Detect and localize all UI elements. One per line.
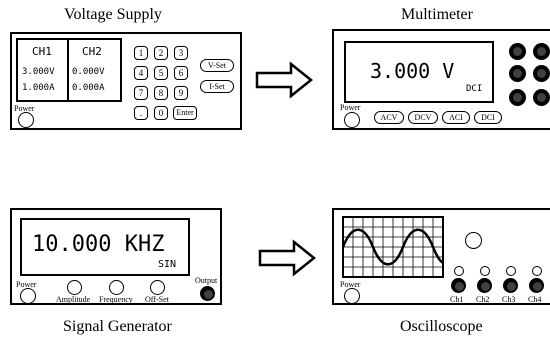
- power-knob[interactable]: [20, 288, 36, 304]
- power-knob[interactable]: [344, 112, 360, 128]
- key-8[interactable]: 8: [154, 86, 168, 100]
- ch2-label: CH2: [82, 45, 102, 58]
- offset-knob[interactable]: [150, 280, 165, 295]
- key-9[interactable]: 9: [174, 86, 188, 100]
- ch1-jack-icon[interactable]: [451, 278, 466, 293]
- output-jack-icon[interactable]: [200, 286, 215, 301]
- jack-icon[interactable]: [533, 65, 550, 82]
- key-0[interactable]: 0: [154, 106, 168, 120]
- arrow-right-icon: [255, 61, 314, 99]
- ch2-current: 0.000A: [72, 83, 105, 93]
- jack-icon[interactable]: [509, 89, 526, 106]
- output-label: Output: [195, 276, 218, 285]
- channel-divider: [67, 40, 69, 100]
- power-knob[interactable]: [18, 112, 34, 128]
- offset-label: Off-Set: [145, 295, 169, 304]
- voltage-supply-title: Voltage Supply: [64, 6, 162, 23]
- oscilloscope-title: Oscilloscope: [400, 318, 483, 335]
- multimeter-panel: 3.000 V DCI ACV DCV ACI DCI Power: [332, 29, 550, 130]
- aci-button[interactable]: ACI: [442, 111, 470, 124]
- dcv-button[interactable]: DCV: [408, 111, 438, 124]
- dci-button[interactable]: DCI: [474, 111, 502, 124]
- ch1-label: CH1: [32, 45, 52, 58]
- vset-button[interactable]: V-Set: [200, 59, 234, 72]
- power-label: Power: [16, 280, 37, 289]
- multimeter-title: Multimeter: [401, 6, 473, 23]
- power-label: Power: [14, 104, 35, 113]
- frequency-reading: 10.000 KHZ: [32, 232, 165, 257]
- arrow-right-icon: [258, 239, 317, 277]
- channel-knob-ch1[interactable]: [454, 266, 464, 276]
- voltage-supply-panel: CH1 CH2 3.000V 1.000A 0.000V 0.000A 1 2 …: [10, 32, 242, 130]
- key-4[interactable]: 4: [134, 66, 148, 80]
- key-dot[interactable]: .: [134, 106, 148, 120]
- frequency-label: Frequency: [99, 295, 133, 304]
- ch4-jack-icon[interactable]: [529, 278, 544, 293]
- signal-generator-panel: 10.000 KHZ SIN Power Amplitude Frequency…: [10, 208, 222, 305]
- key-3[interactable]: 3: [174, 46, 188, 60]
- amplitude-label: Amplitude: [56, 295, 91, 304]
- multimeter-display: 3.000 V DCI: [344, 41, 494, 103]
- frequency-knob[interactable]: [109, 280, 124, 295]
- power-label: Power: [340, 280, 361, 289]
- signal-generator-title: Signal Generator: [63, 318, 172, 335]
- acv-button[interactable]: ACV: [374, 111, 404, 124]
- jack-icon[interactable]: [533, 43, 550, 60]
- channel-knob-ch4[interactable]: [532, 266, 542, 276]
- key-7[interactable]: 7: [134, 86, 148, 100]
- ch3-jack-icon[interactable]: [503, 278, 518, 293]
- oscilloscope-panel: Ch1 Ch2 Ch3 Ch4 Power: [332, 208, 550, 305]
- waveform-label: SIN: [158, 259, 177, 270]
- voltage-supply-display: CH1 CH2 3.000V 1.000A 0.000V 0.000A: [16, 38, 122, 102]
- iset-button[interactable]: I-Set: [200, 80, 234, 93]
- key-1[interactable]: 1: [134, 46, 148, 60]
- jack-icon[interactable]: [533, 89, 550, 106]
- power-knob[interactable]: [344, 288, 360, 304]
- jack-icon[interactable]: [509, 43, 526, 60]
- key-2[interactable]: 2: [154, 46, 168, 60]
- channel-knob-ch3[interactable]: [506, 266, 516, 276]
- jack-icon[interactable]: [509, 65, 526, 82]
- multimeter-reading: 3.000 V: [370, 59, 455, 83]
- signal-generator-display: 10.000 KHZ SIN: [20, 218, 190, 276]
- amplitude-knob[interactable]: [67, 280, 82, 295]
- ch2-jack-icon[interactable]: [477, 278, 492, 293]
- power-label: Power: [340, 103, 361, 112]
- ch2-voltage: 0.000V: [72, 67, 105, 77]
- ch1-current: 1.000A: [22, 83, 55, 93]
- channel-knob-ch2[interactable]: [480, 266, 490, 276]
- key-enter[interactable]: Enter: [173, 106, 197, 120]
- ch2-label: Ch2: [476, 295, 490, 304]
- ch1-label: Ch1: [450, 295, 464, 304]
- key-5[interactable]: 5: [154, 66, 168, 80]
- ch1-voltage: 3.000V: [22, 67, 55, 77]
- multimeter-mode: DCI: [466, 84, 483, 94]
- key-6[interactable]: 6: [174, 66, 188, 80]
- oscilloscope-knob[interactable]: [465, 232, 482, 249]
- oscilloscope-screen: [342, 216, 444, 278]
- ch3-label: Ch3: [502, 295, 516, 304]
- ch4-label: Ch4: [528, 295, 542, 304]
